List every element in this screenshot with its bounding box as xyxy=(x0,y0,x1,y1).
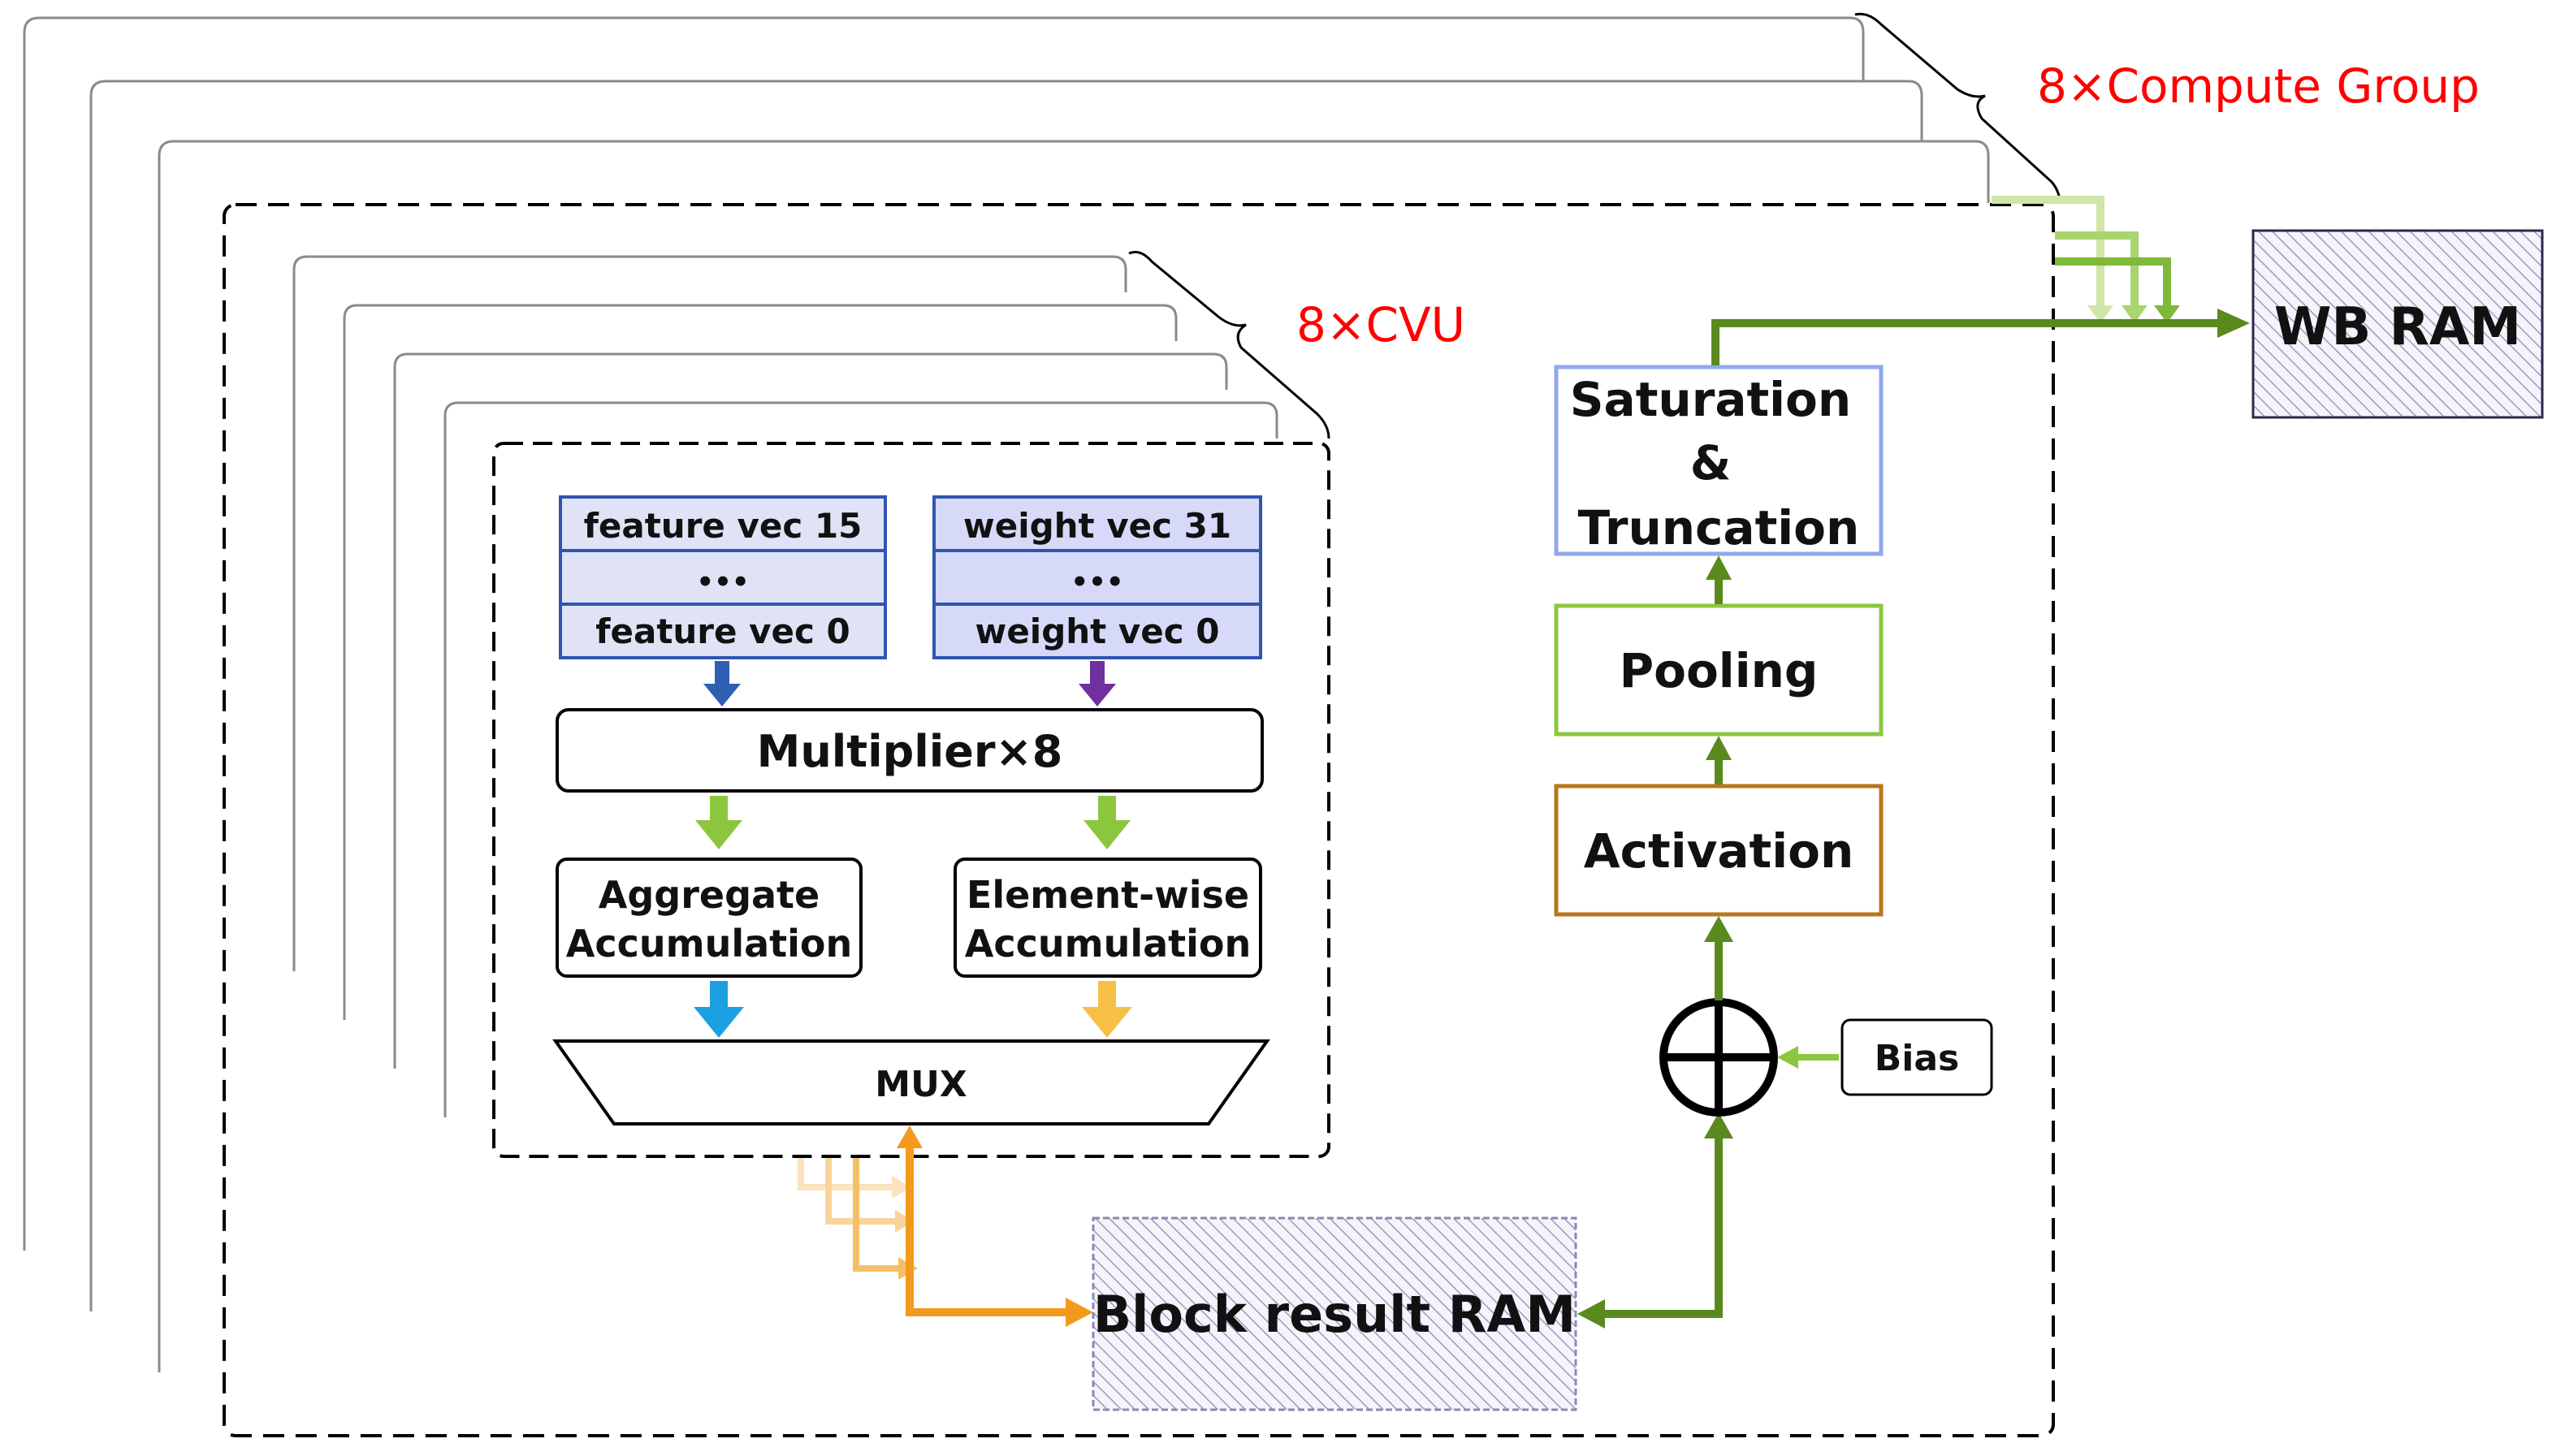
wb-ram-label: WB RAM xyxy=(2274,297,2521,357)
aggregate-accumulation-box xyxy=(556,858,863,978)
block-result-ram xyxy=(1092,1216,1577,1411)
elementwise-label-line2: Accumulation xyxy=(965,922,1251,966)
mux-block-ram-link xyxy=(897,1125,1093,1327)
feature-vec-0-label: feature vec 0 xyxy=(595,611,850,651)
feature-vector-stack: feature vec 15 ••• feature vec 0 xyxy=(559,495,887,659)
saturation-label-line3: Truncation xyxy=(1578,500,1860,555)
elementwise-to-mux-arrow xyxy=(1082,981,1132,1038)
pooling-label: Pooling xyxy=(1620,643,1819,698)
bias-box xyxy=(1840,1018,1993,1096)
multiplier-label: Multiplier×8 xyxy=(757,726,1063,777)
compute-group-brace xyxy=(1854,12,2061,204)
saturation-truncation-box xyxy=(1554,365,1884,556)
bias-label: Bias xyxy=(1875,1038,1960,1079)
activation-box xyxy=(1554,784,1884,917)
cvu-stack-orange-arrows xyxy=(798,1158,900,1272)
mux-label: MUX xyxy=(875,1064,967,1105)
pooling-box xyxy=(1554,603,1884,737)
compute-group-label: 8×Compute Group xyxy=(2037,58,2480,114)
aggregate-label-line2: Accumulation xyxy=(566,922,852,966)
aggregate-label-line1: Aggregate xyxy=(599,873,820,917)
activation-to-pooling-arrow xyxy=(1706,736,1732,784)
adder-symbol xyxy=(1659,998,1778,1117)
cvu-label: 8×CVU xyxy=(1296,297,1465,352)
elementwise-accumulation-box xyxy=(954,858,1262,978)
saturation-to-wb-ram-arrow xyxy=(1711,309,2250,365)
adder-to-activation-arrow xyxy=(1704,916,1733,1000)
multiplier-to-elementwise-arrow xyxy=(1084,796,1131,849)
weight-vector-stack: weight vec 31 ••• weight vec 0 xyxy=(932,495,1262,659)
block-result-ram-label: Block result RAM xyxy=(1093,1285,1576,1344)
feature-to-multiplier-arrow xyxy=(703,661,741,706)
weight-vec-0-label: weight vec 0 xyxy=(975,611,1220,651)
pooling-to-saturation-arrow xyxy=(1706,555,1732,604)
feature-vec-15-label: feature vec 15 xyxy=(584,506,863,546)
cvu-brace xyxy=(1128,250,1330,439)
bias-to-adder-arrow xyxy=(1777,1046,1839,1069)
activation-label: Activation xyxy=(1584,823,1854,879)
compute-group-green-arrows xyxy=(1992,196,2171,307)
elementwise-label-line1: Element-wise xyxy=(967,873,1249,917)
wb-ram xyxy=(2251,229,2544,419)
weight-to-multiplier-arrow xyxy=(1079,661,1116,706)
saturation-label-line2: & xyxy=(1690,435,1732,490)
multiplier-box xyxy=(556,708,1264,793)
compute-group-green-heads xyxy=(2087,305,2180,323)
weight-vec-31-label: weight vec 31 xyxy=(963,506,1231,546)
block-ram-adder-link xyxy=(1577,1113,1733,1329)
multiplier-to-aggregate-arrow xyxy=(695,796,742,849)
feature-dots-label: ••• xyxy=(696,566,749,598)
weight-dots-label: ••• xyxy=(1071,566,1123,598)
mux-trapezoid xyxy=(552,1039,1270,1125)
aggregate-to-mux-arrow xyxy=(694,981,744,1038)
saturation-label-line1: Saturation xyxy=(1570,372,1851,427)
